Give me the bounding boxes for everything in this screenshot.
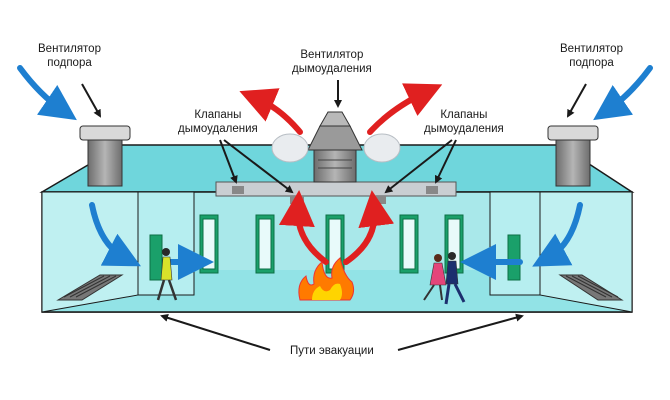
smoke-valve: [426, 186, 438, 194]
pointer-arrows: [81, 80, 587, 351]
person-icon: [423, 254, 447, 301]
smoke-exhaust-arrows: [239, 83, 443, 265]
supply-fan-icon: [547, 125, 599, 187]
person-icon: [156, 248, 178, 301]
person-icon: [444, 252, 466, 305]
supply-fan-icon: [79, 125, 131, 187]
label-valves-left: Клапаны дымоудаления: [178, 109, 258, 135]
supply-air-arrows: [17, 65, 653, 280]
smoke-valve: [232, 186, 244, 194]
exhaust-fan-icon: [307, 111, 363, 183]
floor-grille-icon: [56, 274, 124, 301]
smoke-cloud-icon: [271, 133, 401, 163]
label-evacuation-paths: Пути эвакуации: [290, 345, 374, 357]
label-exhaust-fan: Вентилятор дымоудаления: [292, 49, 372, 75]
label-supply-fan-left: Вентилятор подпора: [38, 43, 101, 69]
smoke-valve: [290, 196, 304, 204]
fire-icon: [298, 257, 355, 301]
label-supply-fan-right: Вентилятор подпора: [560, 43, 623, 69]
floor-grille-icon: [558, 274, 624, 301]
smoke-valve: [372, 196, 386, 204]
label-valves-right: Клапаны дымоудаления: [424, 109, 504, 135]
